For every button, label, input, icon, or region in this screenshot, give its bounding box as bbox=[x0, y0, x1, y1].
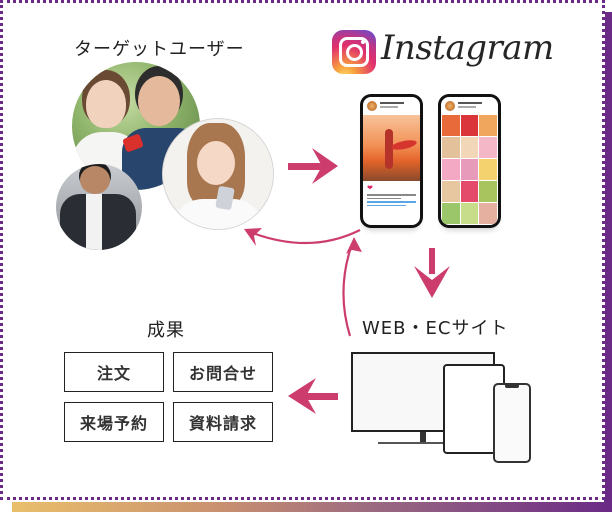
web-ec-site-label: WEB・ECサイト bbox=[362, 318, 509, 339]
monitor-base bbox=[378, 442, 450, 444]
result-inquiry: お問合せ bbox=[173, 352, 273, 392]
instagram-post-phone: ❤ bbox=[360, 94, 423, 228]
instagram-logo-icon bbox=[332, 30, 376, 74]
heart-icon: ❤ bbox=[367, 184, 373, 192]
monitor-stand bbox=[420, 432, 426, 442]
frame-shadow-bottom bbox=[12, 502, 612, 512]
businessman-photo bbox=[56, 164, 142, 250]
result-document-request: 資料請求 bbox=[173, 402, 273, 442]
result-visit-reservation: 来場予約 bbox=[64, 402, 164, 442]
curved-arrow-up-icon bbox=[342, 237, 362, 337]
avatar bbox=[445, 101, 455, 111]
woman-with-phone-photo bbox=[162, 118, 274, 230]
arrow-down-icon bbox=[414, 248, 450, 298]
curved-arrow-back-icon bbox=[244, 228, 361, 246]
avatar bbox=[367, 101, 377, 111]
instagram-wordmark: Instagram bbox=[381, 28, 554, 68]
post-image bbox=[363, 115, 420, 181]
frame-shadow-right bbox=[604, 12, 612, 512]
results-title: 成果 bbox=[147, 320, 185, 341]
photo-grid bbox=[441, 115, 498, 224]
instagram-profile-phone bbox=[438, 94, 501, 228]
result-order: 注文 bbox=[64, 352, 164, 392]
mobile-phone-icon bbox=[493, 383, 531, 463]
arrow-left-icon bbox=[288, 378, 338, 414]
target-users-title: ターゲットユーザー bbox=[74, 39, 245, 60]
arrow-right-icon bbox=[288, 148, 338, 184]
